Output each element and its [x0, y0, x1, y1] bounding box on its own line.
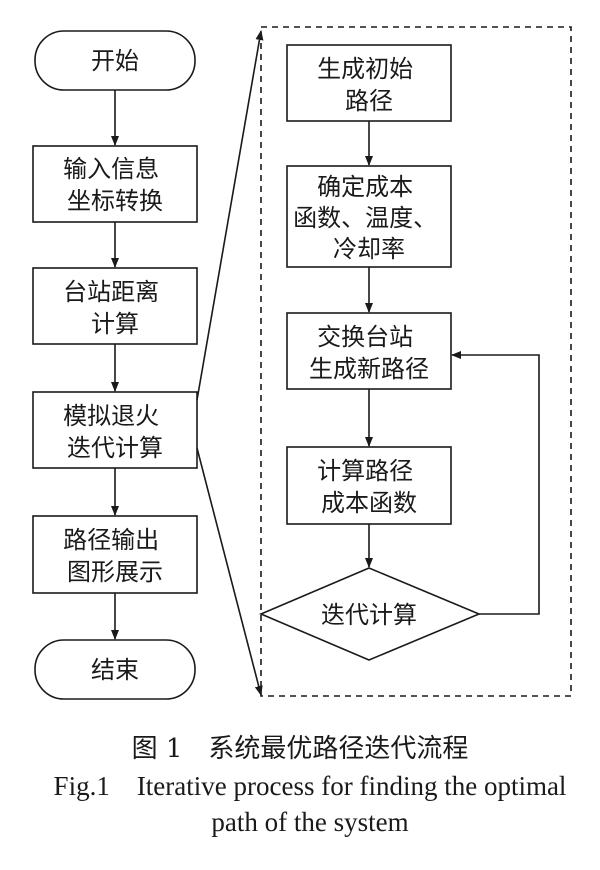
step2-line1: 台站距离	[63, 278, 159, 306]
step2-line2: 计算	[91, 310, 139, 338]
step3-line2: 迭代计算	[67, 434, 163, 462]
d1-line1: 生成初始	[317, 55, 413, 83]
step3-line1: 模拟退火	[63, 402, 159, 430]
end-terminal	[34, 639, 196, 700]
step4-line1: 路径输出	[63, 526, 159, 554]
step1-line2: 坐标转换	[67, 187, 163, 215]
d2-line1: 确定成本	[317, 173, 413, 201]
figure-caption-english: Fig.1 Iterative process for finding the …	[53, 771, 567, 837]
svg-text:计算路径 成本函数: 计算路径 成本函数	[317, 457, 421, 517]
svg-text:台站距离 计算: 台站距离 计算	[63, 278, 167, 338]
decision-label: 迭代计算	[321, 601, 417, 629]
loop-back-arrow	[451, 351, 540, 615]
step1-line1: 输入信息	[63, 155, 159, 183]
start-label: 开始	[91, 47, 139, 75]
expand-line-top	[196, 30, 264, 401]
d4-line1: 计算路径	[317, 457, 413, 485]
expand-line-bottom	[196, 447, 263, 696]
figure-caption-chinese: 图 1 系统最优路径迭代流程	[131, 734, 469, 764]
svg-text:生成初始 路径: 生成初始 路径	[317, 55, 421, 115]
decision-diamond	[258, 567, 482, 661]
flowchart: 开始 输入信息 坐标转换 台站距离 计算 模拟退火 迭代计算 路径输出 图形展示…	[32, 26, 572, 700]
svg-text:交换台站 生成新路径: 交换台站 生成新路径	[309, 323, 429, 383]
d4-line2: 成本函数	[321, 489, 417, 517]
detail-container	[260, 26, 572, 697]
d2-line2: 函数、温度、	[293, 204, 437, 232]
d3-line1: 交换台站	[317, 323, 413, 351]
d1-line2: 路径	[345, 87, 393, 115]
svg-text:路径输出 图形展示: 路径输出 图形展示	[63, 526, 167, 586]
d2-line3: 冷却率	[333, 235, 405, 263]
svg-text:确定成本 函数、温度、 冷却率: 确定成本 函数、温度、 冷却率	[293, 173, 445, 263]
d3-line2: 生成新路径	[309, 355, 429, 383]
svg-text:输入信息 坐标转换: 输入信息 坐标转换	[63, 155, 167, 215]
svg-text:模拟退火 迭代计算: 模拟退火 迭代计算	[63, 402, 167, 462]
step4-line2: 图形展示	[67, 558, 163, 586]
end-label: 结束	[91, 656, 139, 684]
